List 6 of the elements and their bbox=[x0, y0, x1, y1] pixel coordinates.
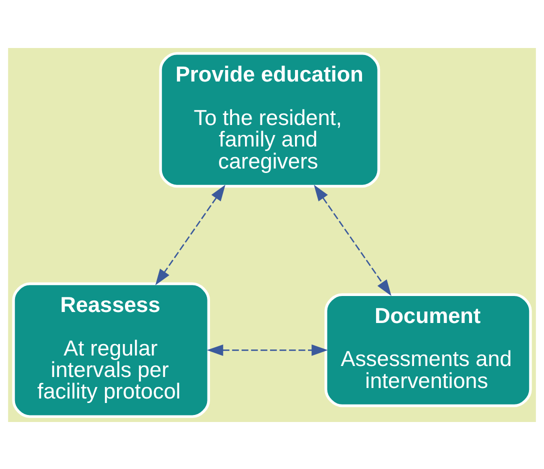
arrow bbox=[314, 184, 392, 296]
arrow bbox=[206, 344, 328, 356]
arrow bbox=[155, 184, 226, 285]
node-box: Provide education To the resident, family and caregivers bbox=[159, 52, 380, 188]
node-box: Reassess At regular intervals per facility protocol bbox=[12, 282, 210, 418]
node-box: Document Assessments and interventions bbox=[324, 292, 532, 407]
